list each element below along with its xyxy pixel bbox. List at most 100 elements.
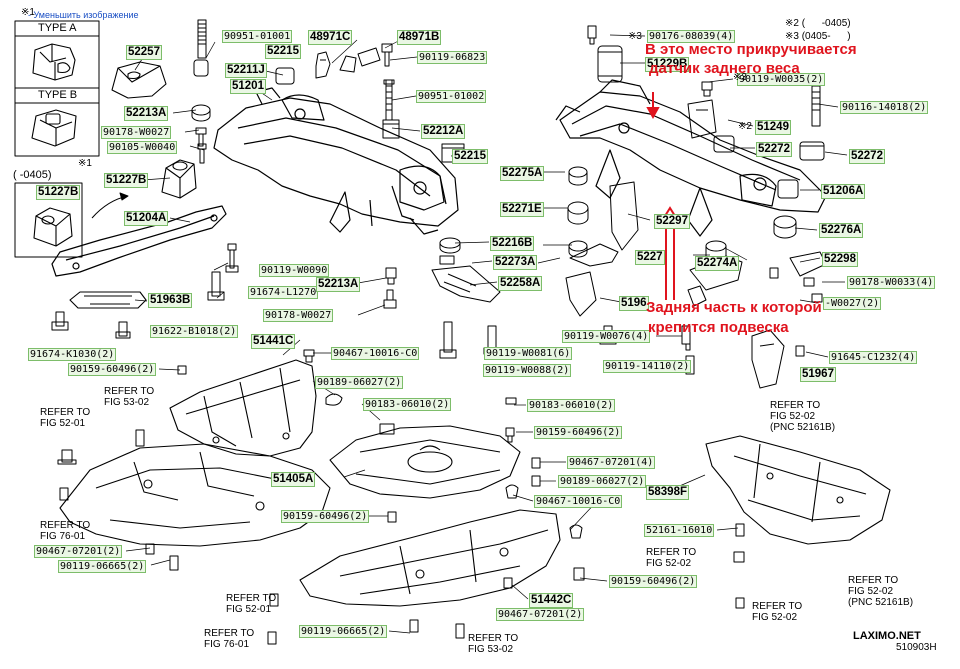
center-brackets-shapes (275, 43, 465, 163)
note-mark-1: ※1 (78, 158, 92, 169)
part-number-label[interactable]: -W0027(2) (823, 297, 882, 310)
part-number-label[interactable]: 51206A (821, 184, 866, 199)
part-number-label[interactable]: 90105-W0040 (107, 141, 178, 154)
part-number-label[interactable]: 90183-06010(2) (527, 399, 616, 412)
part-number-label[interactable]: 52274A (695, 256, 740, 271)
part-number-label[interactable]: 5196 (619, 296, 649, 311)
part-number-label[interactable]: 51442C (529, 593, 574, 608)
rear-crossmember-shape (555, 79, 827, 237)
part-number-label[interactable]: 90119-06665(2) (299, 625, 388, 638)
part-number-label[interactable]: 90189-06027(2) (315, 376, 404, 389)
part-number-label[interactable]: 90116-14018(2) (840, 101, 929, 114)
part-number-label[interactable]: 90178-W0027 (101, 126, 172, 139)
part-number-label[interactable]: 90467-10016-C0 (331, 347, 420, 360)
left-bolts (51, 19, 239, 339)
front-crossmember-shape (213, 87, 459, 235)
refer-to-figure-note: REFER TO FIG 52-02 (PNC 52161B) (770, 400, 836, 433)
mount-type-b-shape (31, 109, 77, 147)
part-number-label[interactable]: 91674-K1030(2) (28, 348, 117, 361)
refer-to-figure-note: REFER TO FIG 53-02 (104, 386, 155, 408)
part-number-label[interactable]: 90467-07201(4) (567, 456, 656, 469)
part-number-label[interactable]: 52161-16010 (644, 524, 715, 537)
part-number-label[interactable]: 90189-06027(2) (558, 475, 647, 488)
part-number-label[interactable]: 52272 (756, 142, 792, 157)
part-number-label[interactable]: 51967 (800, 367, 836, 382)
part-number-label[interactable]: 90467-07201(2) (496, 608, 585, 621)
part-number-label[interactable]: 90176-08039(4) (647, 30, 736, 43)
part-number-label[interactable]: 90178-W0027 (263, 309, 334, 322)
part-number-label[interactable]: 51405A (271, 472, 316, 487)
part-number-label[interactable]: 51204A (124, 211, 169, 226)
part-number-label[interactable]: 52216B (490, 236, 535, 251)
part-number-label[interactable]: 91674-L1270 (248, 286, 319, 299)
part-number-label[interactable]: 90951-01002 (416, 90, 487, 103)
part-number-label[interactable]: 52213A (124, 106, 169, 121)
part-number-label[interactable]: 52258A (498, 276, 543, 291)
part-number-label[interactable]: 90159-60496(2) (281, 510, 370, 523)
part-number-label[interactable]: 52211J (225, 63, 267, 78)
part-number-label[interactable]: 51227B (104, 173, 149, 188)
part-number-label[interactable]: 90183-06010(2) (363, 398, 452, 411)
mount-51227b-main-shape (161, 159, 197, 199)
part-number-label[interactable]: 90119-14110(2) (603, 360, 692, 373)
part-number-label[interactable]: 52257 (126, 45, 162, 60)
part-number-label[interactable]: 52273A (493, 255, 538, 270)
refer-to-figure-note: REFER TO FIG 52-02 (PNC 52161B) (848, 575, 914, 608)
part-number-label[interactable]: 52215 (452, 149, 488, 164)
part-number-label[interactable]: 90119-06823 (417, 51, 488, 64)
note-mark: ※2 ( -0405) (785, 18, 851, 29)
part-number-label[interactable]: 90951-01001 (222, 30, 293, 43)
part-number-label[interactable]: 48971C (308, 30, 353, 45)
mount-51227b-shape (33, 207, 73, 247)
part-number-label[interactable]: 48971B (397, 30, 442, 45)
shrink-image-link[interactable]: - Уменьшить изображение (28, 10, 139, 20)
part-number-label[interactable]: 90119-W0035(2) (737, 73, 826, 86)
part-number-label[interactable]: 90467-10016-C0 (534, 495, 623, 508)
note-sensor-line-2: датчик заднего веса (649, 60, 800, 77)
part-number-label[interactable]: 90119-W0076(4) (562, 330, 651, 343)
refer-to-figure-note: REFER TO FIG 52-02 (752, 601, 803, 623)
part-number-label[interactable]: 52213A (316, 277, 361, 292)
part-number-label[interactable]: 91622-B1018(2) (150, 325, 239, 338)
refer-to-figure-note: REFER TO FIG 52-01 (226, 593, 277, 615)
part-number-label[interactable]: 90159-60496(2) (534, 426, 623, 439)
part-number-label[interactable]: 90119-W0081(6) (484, 347, 573, 360)
part-number-label[interactable]: 52275A (500, 166, 545, 181)
red-arrow-up (665, 220, 675, 300)
note-mark: ※3 (628, 31, 642, 42)
part-number-label[interactable]: 90159-60496(2) (68, 363, 157, 376)
part-number-label[interactable]: 52272 (849, 149, 885, 164)
part-number-label[interactable]: 90467-07201(2) (34, 545, 123, 558)
part-number-label[interactable]: 51441C (251, 334, 296, 349)
part-number-label[interactable]: 52298 (822, 252, 858, 267)
cover-51405a-shape (329, 425, 521, 499)
red-annotation-arrows (646, 92, 682, 300)
note-rear-line-2: крепится подвеска (648, 319, 789, 336)
part-number-label[interactable]: 58398F (646, 485, 690, 500)
note-mark: ※3 (0405- ) (785, 31, 851, 42)
part-number-label[interactable]: 51963B (148, 293, 193, 308)
part-number-label[interactable]: 51229B (645, 57, 690, 72)
part-number-label[interactable]: 52297 (654, 214, 690, 229)
part-number-label[interactable]: 52212A (421, 124, 466, 139)
part-number-label[interactable]: 90119-W0090 (259, 264, 330, 277)
type-inset-boxes (14, 20, 100, 258)
note-mark: ※2 (738, 121, 752, 132)
inset-date-range: ( -0405) (13, 169, 52, 181)
part-number-label[interactable]: 52215 (265, 44, 301, 59)
cover-58398f-shape (705, 435, 891, 545)
part-number-label[interactable]: 90119-W0088(2) (483, 364, 572, 377)
part-number-label[interactable]: 90119-06665(2) (58, 560, 147, 573)
refer-to-figure-note: REFER TO FIG 76-01 (40, 520, 91, 542)
part-number-label[interactable]: 91645-C1232(4) (829, 351, 918, 364)
part-number-label[interactable]: 51249 (755, 120, 791, 135)
part-number-label[interactable]: 51227B (36, 185, 81, 200)
cover-51442c-shape (299, 509, 561, 607)
part-number-label[interactable]: 52271E (500, 202, 544, 217)
part-number-label[interactable]: 51201 (230, 79, 266, 94)
part-number-label[interactable]: 52276A (819, 223, 864, 238)
part-number-label[interactable]: 90178-W0033(4) (847, 276, 936, 289)
part-number-label[interactable]: 90159-60496(2) (609, 575, 698, 588)
part-number-label[interactable]: 5227 (635, 250, 665, 265)
brace-51204a-shape (51, 205, 227, 277)
